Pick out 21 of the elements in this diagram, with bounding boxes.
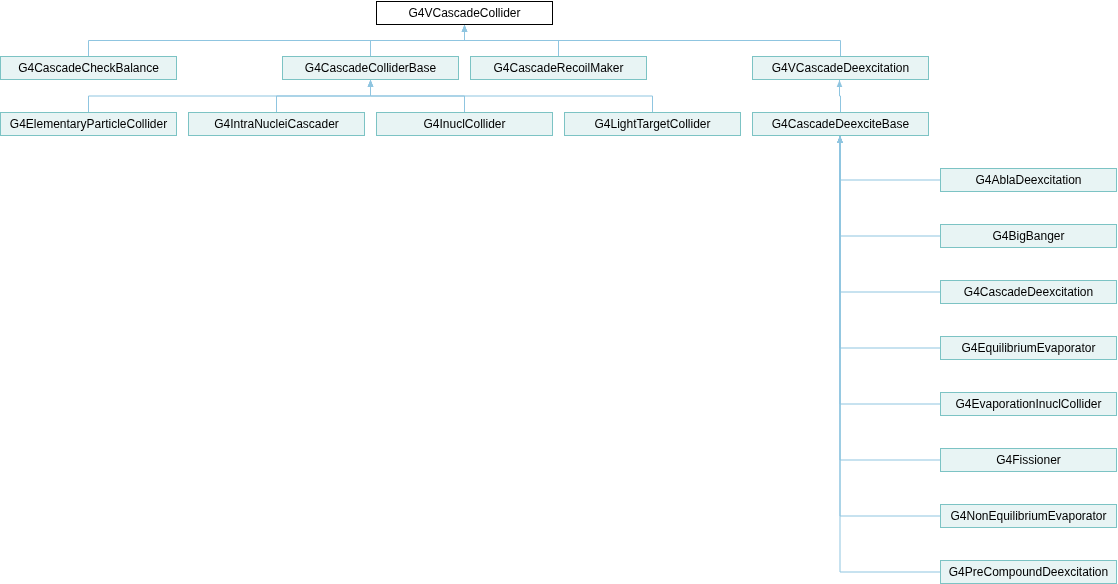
class-box: G4Fissioner — [940, 448, 1117, 472]
class-box: G4CascadeRecoilMaker — [470, 56, 647, 80]
inheritance-arrow — [836, 79, 843, 113]
class-box: G4InuclCollider — [376, 112, 553, 136]
class-box: G4CascadeColliderBase — [282, 56, 459, 80]
inheritance-arrow — [461, 24, 841, 57]
class-box: G4VCascadeDeexcitation — [752, 56, 929, 80]
class-box: G4CascadeCheckBalance — [0, 56, 177, 80]
class-box: G4LightTargetCollider — [564, 112, 741, 136]
class-box: G4CascadeDeexcitation — [940, 280, 1117, 304]
class-box: G4CascadeDeexciteBase — [752, 112, 929, 136]
class-box: G4BigBanger — [940, 224, 1117, 248]
class-box: G4AblaDeexcitation — [940, 168, 1117, 192]
class-box: G4EvaporationInuclCollider — [940, 392, 1117, 416]
inheritance-arrow — [367, 79, 653, 113]
class-box: G4PreCompoundDeexcitation — [940, 560, 1117, 584]
class-box: G4VCascadeCollider — [376, 1, 553, 25]
class-box: G4EquilibriumEvaporator — [940, 336, 1117, 360]
class-box: G4ElementaryParticleCollider — [0, 112, 177, 136]
class-box: G4IntraNucleiCascader — [188, 112, 365, 136]
class-box: G4NonEquilibriumEvaporator — [940, 504, 1117, 528]
